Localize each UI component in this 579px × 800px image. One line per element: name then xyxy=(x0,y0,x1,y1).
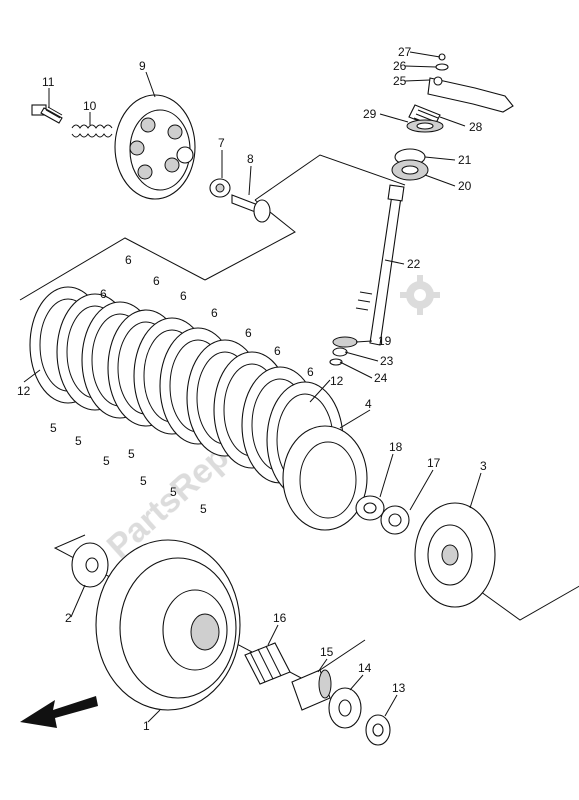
part-22-shaft xyxy=(355,184,405,346)
callout-22: 22 xyxy=(407,257,421,271)
callout-28: 28 xyxy=(469,120,483,134)
callout-5: 5 xyxy=(128,447,135,461)
part-4-cushion-plate xyxy=(282,425,368,531)
callout-19: 19 xyxy=(378,334,392,348)
part-14-washer xyxy=(328,687,362,729)
part-18-washer xyxy=(355,495,385,521)
callout-21: 21 xyxy=(458,153,472,167)
callout-12: 12 xyxy=(330,374,344,388)
callout-23: 23 xyxy=(380,354,394,368)
callout-6: 6 xyxy=(100,287,107,301)
callout-5: 5 xyxy=(75,434,82,448)
callouts: 27 26 25 29 28 21 20 22 19 23 24 11 10 9… xyxy=(17,45,487,733)
part-9-pressure-plate xyxy=(114,94,196,200)
gear-watermark-icon xyxy=(400,275,440,315)
callout-15: 15 xyxy=(320,645,334,659)
callout-5: 5 xyxy=(50,421,57,435)
callout-7: 7 xyxy=(218,136,225,150)
part-17-plate xyxy=(380,505,410,535)
callout-5: 5 xyxy=(170,485,177,499)
callout-6: 6 xyxy=(180,289,187,303)
part-1-clutch-housing xyxy=(95,539,241,711)
callout-13: 13 xyxy=(392,681,406,695)
callout-11: 11 xyxy=(42,75,55,89)
part-16-needle-bearing xyxy=(244,642,291,685)
callout-18: 18 xyxy=(389,440,403,454)
callout-17: 17 xyxy=(427,456,441,470)
part-15-spacer xyxy=(291,669,332,711)
callout-25: 25 xyxy=(393,74,407,88)
callout-10: 10 xyxy=(83,99,97,113)
callout-5: 5 xyxy=(140,474,147,488)
callout-8: 8 xyxy=(247,152,254,166)
callout-20: 20 xyxy=(458,179,472,193)
callout-9: 9 xyxy=(139,59,146,73)
callout-12: 12 xyxy=(17,384,31,398)
part-7-bearing xyxy=(209,178,231,198)
callout-6: 6 xyxy=(245,326,252,340)
callout-14: 14 xyxy=(358,661,372,675)
callout-24: 24 xyxy=(374,371,388,385)
callout-2: 2 xyxy=(65,611,72,625)
part-10-spring xyxy=(71,124,113,138)
callout-1: 1 xyxy=(143,719,150,733)
part-8-push-piece xyxy=(231,194,271,223)
callout-16: 16 xyxy=(273,611,287,625)
callout-6: 6 xyxy=(307,365,314,379)
leader-lines xyxy=(23,51,482,723)
callout-6: 6 xyxy=(211,306,218,320)
parts-19-23-24 xyxy=(329,336,358,366)
callout-6: 6 xyxy=(274,344,281,358)
callout-6: 6 xyxy=(125,253,132,267)
part-13-nut xyxy=(365,714,391,746)
callout-3: 3 xyxy=(480,459,487,473)
callout-4: 4 xyxy=(365,397,372,411)
callout-29: 29 xyxy=(363,107,377,121)
part-3-clutch-boss xyxy=(414,502,496,608)
callout-5: 5 xyxy=(103,454,110,468)
callout-26: 26 xyxy=(393,59,407,73)
callout-6: 6 xyxy=(153,274,160,288)
callout-27: 27 xyxy=(398,45,412,59)
part-2-thrust-washer xyxy=(71,542,109,588)
release-mechanism xyxy=(391,53,514,181)
front-arrow-icon xyxy=(20,696,98,728)
callout-5: 5 xyxy=(200,502,207,516)
part-11-bolt xyxy=(31,104,63,124)
